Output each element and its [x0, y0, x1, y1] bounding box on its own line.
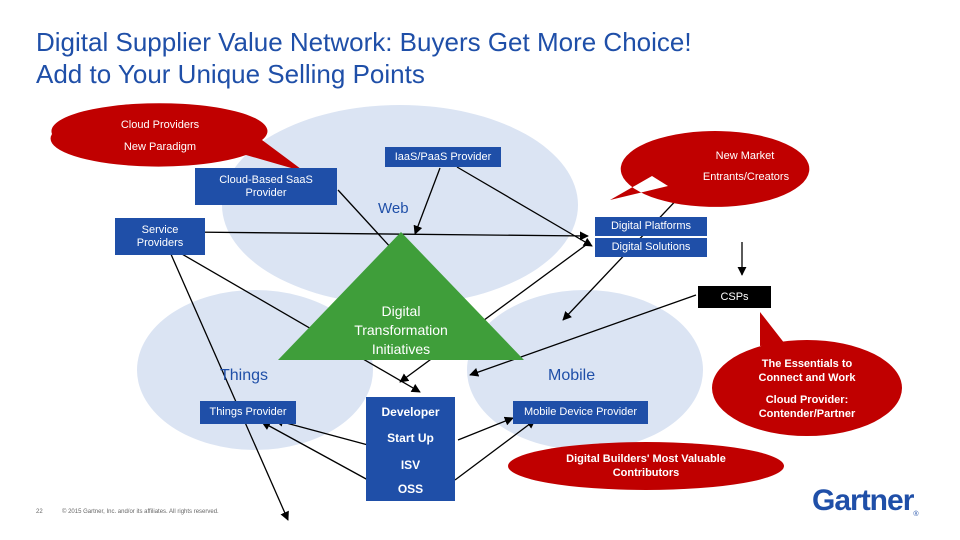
connector-lines — [169, 166, 747, 521]
connector — [469, 294, 697, 377]
digital-platforms-text: Digital Platforms — [610, 220, 692, 232]
isv-text: ISV — [400, 458, 421, 472]
title-line-1: Digital Supplier Value Network: Buyers G… — [36, 27, 692, 57]
digital-solutions-box: Digital Solutions — [595, 238, 707, 257]
iaas-paas-provider-text: IaaS/PaaS Provider — [394, 150, 492, 163]
logo-text: Gartner — [812, 484, 914, 517]
new-paradigm-label: New Paradigm — [123, 141, 197, 153]
service-providers-line-1: Service — [141, 223, 179, 236]
digital-transformation-label: Digital Transformation Initiatives — [328, 302, 474, 359]
digital-platforms-box: Digital Platforms — [595, 217, 707, 236]
connector — [184, 227, 589, 241]
essentials-bubble — [712, 312, 902, 436]
things-provider-box: Things Provider — [200, 401, 296, 424]
csps-text: CSPs — [720, 290, 749, 303]
connector — [261, 421, 369, 481]
web-label: Web — [378, 200, 409, 217]
page-title: Digital Supplier Value Network: Buyers G… — [36, 26, 936, 90]
connector — [413, 167, 441, 235]
start-up-text: Start Up — [387, 431, 434, 445]
gartner-logo: Gartner® — [812, 484, 919, 518]
connector — [454, 419, 536, 481]
service-providers-line-2: Providers — [136, 236, 184, 249]
mobile-device-provider-text: Mobile Device Provider — [523, 406, 638, 418]
connector — [457, 416, 514, 441]
connector — [456, 166, 593, 247]
entrants-creators-label: Entrants/Creators — [702, 171, 790, 183]
things-provider-text: Things Provider — [209, 406, 287, 418]
page-number: 22 — [36, 509, 43, 515]
connector — [174, 249, 421, 393]
developer-group-box: Developer Start Up ISV OSS — [366, 397, 455, 501]
csps-box: CSPs — [698, 286, 771, 308]
digital-builders-bubble — [508, 442, 784, 490]
triangle-line-3: Initiatives — [371, 341, 431, 357]
new-market-bubble — [610, 131, 810, 207]
cloud-saas-line-1: Cloud-Based SaaS — [219, 173, 313, 186]
triangle-line-2: Transformation — [354, 322, 448, 338]
cloud-saas-line-2: Provider — [245, 186, 287, 199]
title-line-2: Add to Your Unique Selling Points — [36, 59, 425, 89]
connector — [169, 251, 289, 521]
oss-text: OSS — [397, 482, 424, 496]
cloud-provider-partner-label: Cloud Provider: Contender/Partner — [758, 394, 856, 420]
copyright-text: © 2015 Gartner, Inc. and/or its affiliat… — [62, 509, 219, 515]
digital-solutions-text: Digital Solutions — [611, 241, 691, 253]
cloud-providers-bubble — [50, 103, 305, 172]
iaas-paas-provider-box: IaaS/PaaS Provider — [385, 147, 501, 167]
connector — [274, 417, 369, 446]
new-market-label: New Market — [715, 150, 775, 162]
triangle-line-1: Digital — [381, 303, 421, 319]
things-label: Things — [220, 367, 269, 384]
developer-text: Developer — [381, 405, 440, 419]
cloud-providers-label: Cloud Providers — [120, 119, 200, 131]
registered-mark: ® — [913, 511, 919, 518]
callout-bubbles — [50, 103, 902, 490]
cloud-saas-provider-box: Cloud-Based SaaS Provider — [195, 168, 337, 205]
digital-builders-label: Digital Builders' Most Valuable Contribu… — [566, 453, 726, 479]
service-providers-box: Service Providers — [115, 218, 205, 255]
essentials-label: The Essentials to Connect and Work — [758, 358, 856, 384]
mobile-device-provider-box: Mobile Device Provider — [513, 401, 648, 424]
mobile-label: Mobile — [548, 367, 596, 384]
digital-transformation-triangle — [278, 232, 524, 360]
